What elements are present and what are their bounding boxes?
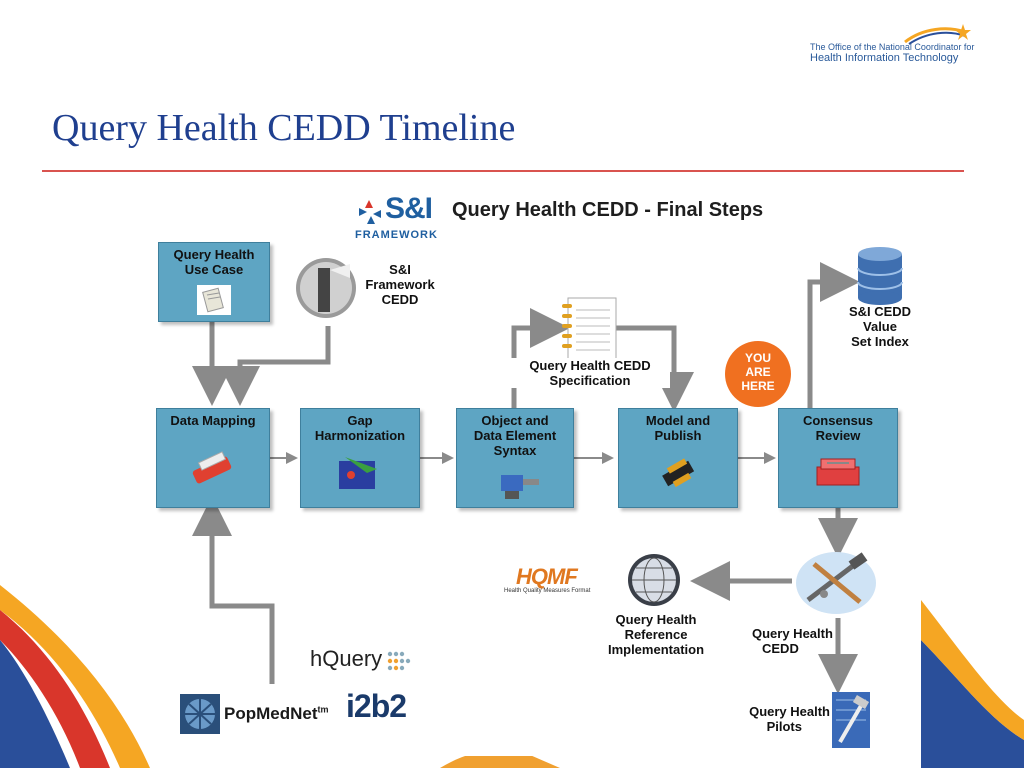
label-pilots: Query Health Pilots: [718, 704, 830, 734]
diagram-panel: S&I FRAMEWORK Query Health CEDD - Final …: [152, 188, 921, 756]
onc-logo-line1: The Office of the National Coordinator f…: [810, 42, 975, 52]
database-icon: [857, 247, 903, 305]
label-value-set-index-1: S&I CEDD: [848, 304, 912, 319]
label-value-set-index-3: Set Index: [851, 334, 909, 349]
label-qh-cedd-spec-2: Specification: [549, 373, 631, 388]
vise-icon: [501, 475, 539, 499]
box-data-mapping: Data Mapping: [156, 408, 270, 508]
label-reference-impl-2: Reference: [624, 627, 688, 642]
label-value-set-index-2: Value: [863, 319, 897, 334]
hqmf-logo: HQMF: [516, 564, 578, 589]
label-pilots-1: Query Health: [749, 704, 830, 719]
notebook-icon: [562, 297, 617, 361]
box-consensus-review-label-2: Review: [815, 428, 861, 443]
box-gap-harmonization-label-2: Harmonization: [314, 428, 406, 443]
map-tools-icon: [192, 451, 232, 484]
box-gap-harmonization: Gap Harmonization: [300, 408, 420, 508]
box-use-case: Query Health Use Case: [158, 242, 270, 322]
label-value-set-index: S&I CEDD Value Set Index: [832, 304, 928, 349]
connector-framework-to-datamapping: [220, 326, 331, 406]
connector-tools-to-datamapping: [192, 496, 275, 684]
globe-network-icon: [628, 554, 680, 606]
popmednet-globe-icon: [180, 694, 220, 734]
connector-spec-to-model: [604, 325, 694, 412]
label-si-framework-cedd-3: CEDD: [381, 292, 419, 307]
hammer-blueprint-icon: [832, 692, 870, 748]
box-consensus-review: Consensus Review: [778, 408, 898, 508]
box-object-syntax: Object and Data Element Syntax: [456, 408, 574, 508]
diagram-title: Query Health CEDD - Final Steps: [452, 199, 764, 221]
you-are-here-2: ARE: [745, 365, 771, 379]
box-model-publish: Model and Publish: [618, 408, 738, 508]
lighthouse-icon: [296, 258, 356, 318]
label-si-framework-cedd-2: Framework: [365, 277, 435, 292]
box-use-case-label-2: Use Case: [184, 262, 244, 277]
you-are-here-badge: YOU ARE HERE: [725, 341, 791, 407]
connector-consensus-to-valueset: [807, 262, 860, 408]
popmednet-logo-text: PopMedNet: [224, 704, 318, 723]
box-model-publish-label-1: Model and: [645, 413, 711, 428]
cedd-tools-globe-icon: [796, 552, 876, 614]
box-consensus-review-label-1: Consensus: [802, 413, 874, 428]
label-si-framework-cedd-1: S&I: [389, 262, 411, 277]
label-reference-impl-1: Query Health: [615, 612, 697, 627]
box-object-syntax-label-1: Object and: [481, 413, 549, 428]
label-qh-cedd-spec-1: Query Health CEDD: [529, 358, 651, 373]
label-qh-cedd: Query Health CEDD: [752, 626, 862, 656]
hquery-logo: hQuery: [310, 646, 383, 671]
label-reference-impl-3: Implementation: [607, 642, 705, 657]
i2b2-logo: i2b2: [346, 688, 407, 724]
label-pilots-2: Pilots: [766, 719, 802, 734]
box-object-syntax-label-3: Syntax: [493, 443, 537, 458]
label-si-framework-cedd: S&I Framework CEDD: [360, 262, 440, 307]
popmednet-logo: PopMedNettm: [224, 704, 329, 724]
onc-logo: The Office of the National Coordinator f…: [808, 22, 978, 72]
hquery-dots-icon: [387, 651, 411, 671]
box-object-syntax-label-2: Data Element: [473, 428, 557, 443]
title-divider: [42, 170, 964, 172]
label-qh-cedd-spec: Query Health CEDD Specification: [510, 358, 670, 388]
box-gap-harmonization-label-1: Gap: [347, 413, 373, 428]
you-are-here-1: YOU: [744, 351, 771, 365]
publish-tools-icon: [662, 458, 695, 488]
slide-title: Query Health CEDD Timeline: [52, 107, 516, 149]
document-icon: [197, 285, 231, 315]
onc-logo-line2: Health Information Technology: [810, 52, 959, 64]
harmonization-tools-icon: [339, 457, 377, 489]
diagram-connectors: [192, 262, 860, 694]
box-use-case-label-1: Query Health: [173, 247, 255, 262]
label-reference-implementation: Query Health Reference Implementation: [588, 612, 724, 657]
si-framework-logo-text: S&I: [385, 192, 433, 225]
box-data-mapping-label: Data Mapping: [170, 413, 256, 428]
toolbox-icon: [816, 458, 860, 486]
si-framework-logo-subtext: FRAMEWORK: [355, 229, 438, 241]
popmednet-tm: tm: [317, 704, 329, 715]
onc-swoosh-star-icon: [904, 24, 971, 45]
box-model-publish-label-2: Publish: [654, 428, 702, 443]
hqmf-logo-subtext: Health Quality Measures Format: [504, 588, 591, 594]
si-framework-logo-icon: [359, 200, 381, 224]
label-qh-cedd-2: CEDD: [762, 641, 799, 656]
label-qh-cedd-1: Query Health: [752, 626, 833, 641]
you-are-here-3: HERE: [741, 379, 775, 393]
